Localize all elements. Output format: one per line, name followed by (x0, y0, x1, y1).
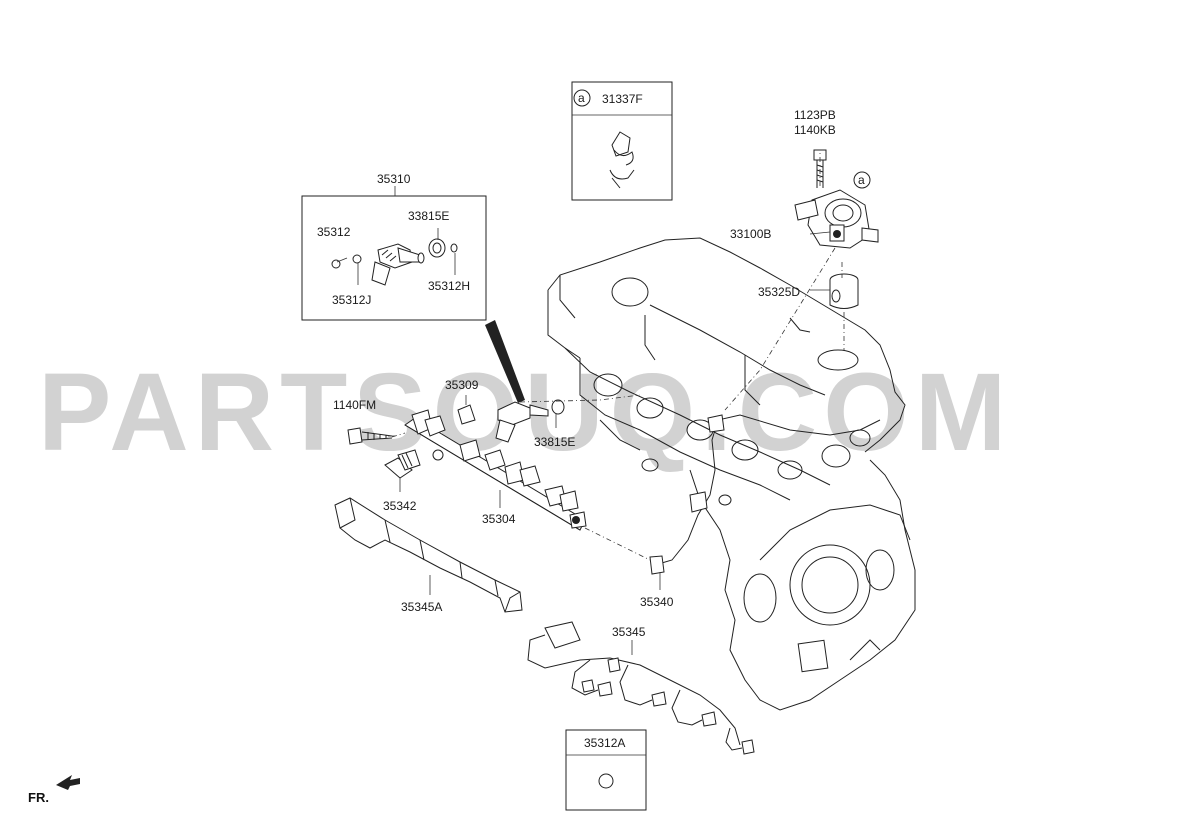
rail-cover (334, 497, 523, 613)
callout-a-box (573, 89, 591, 107)
label-35312a: 35312A (584, 736, 625, 750)
label-35345: 35345 (612, 625, 646, 639)
direction-arrow (485, 320, 525, 403)
wiring-harness (527, 621, 755, 755)
label-35312h: 35312H (428, 279, 470, 293)
injector-kit-parts (331, 238, 458, 286)
front-label: FR. (28, 790, 49, 805)
label-1123pb: 1123PB (794, 108, 836, 122)
label-35312: 35312 (317, 225, 351, 239)
fuel-rail (404, 399, 587, 531)
label-35304: 35304 (482, 512, 516, 526)
leader-lines (336, 150, 845, 655)
label-35310: 35310 (377, 172, 411, 186)
label-1140kb: 1140KB (794, 123, 836, 137)
label-35325d: 35325D (758, 285, 800, 299)
callout-a-pump-text: a (858, 173, 865, 187)
pressure-sensor (384, 449, 421, 479)
front-arrow-icon (56, 775, 80, 790)
callout-a-pump (853, 171, 871, 189)
label-33815e-top: 33815E (408, 209, 449, 223)
label-35312j: 35312J (332, 293, 371, 307)
fuel-line-assembly (649, 414, 881, 575)
pump-tappet-cup (829, 273, 859, 309)
label-31337f: 31337F (602, 92, 643, 106)
engine-block (547, 237, 916, 711)
label-1140fm: 1140FM (333, 398, 376, 412)
seal-box (565, 729, 647, 811)
label-35309: 35309 (445, 378, 479, 392)
seal-ring-part (598, 773, 614, 789)
rail-bolt (347, 427, 393, 445)
label-35342: 35342 (383, 499, 417, 513)
callout-a-box-text: a (578, 91, 585, 105)
label-35340: 35340 (640, 595, 674, 609)
clip-part (609, 131, 635, 189)
label-33815e-mid: 33815E (534, 435, 575, 449)
label-35345a: 35345A (401, 600, 442, 614)
high-pressure-pump (794, 149, 879, 249)
label-33100b: 33100B (730, 227, 771, 241)
